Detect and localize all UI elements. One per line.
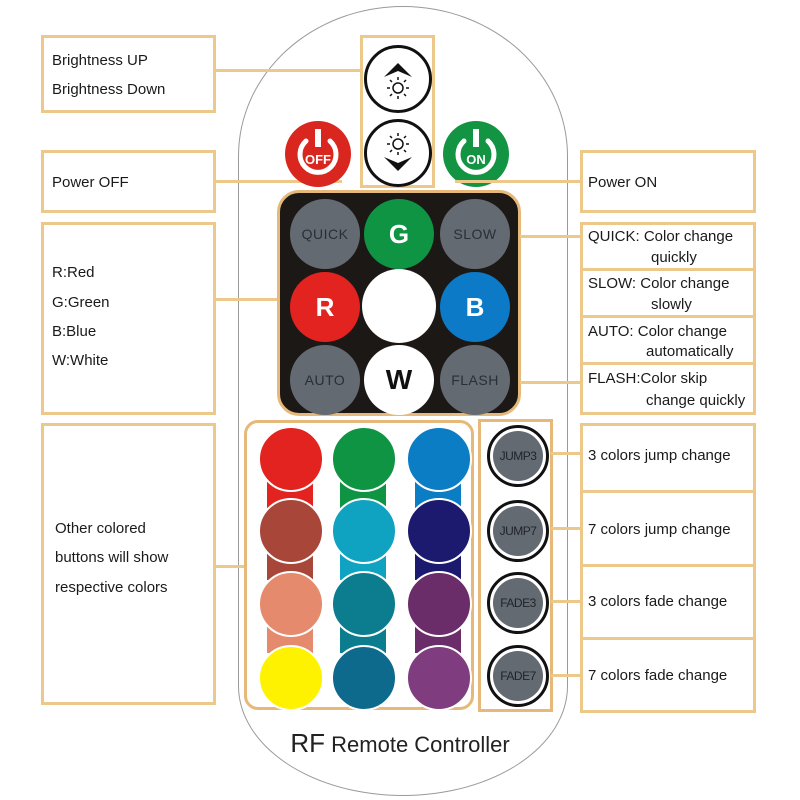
quick-connector <box>520 235 582 238</box>
color-button[interactable] <box>331 571 397 637</box>
brightness-connector <box>216 69 361 72</box>
rgbw-label-white: W:White <box>52 352 109 369</box>
power-off-icon: OFF <box>285 121 351 187</box>
other-colors-line1: Other colored <box>55 520 146 537</box>
flash-connector <box>520 381 582 384</box>
power-on-button[interactable]: ON <box>443 121 509 187</box>
power-on-text: ON <box>466 152 486 167</box>
power-on-connector <box>455 180 581 183</box>
fade7-connector <box>551 674 581 677</box>
jump3-button[interactable]: JUMP3 <box>487 425 549 487</box>
rgbw-label-blue: B:Blue <box>52 323 97 340</box>
title-text: Remote Controller <box>331 732 510 757</box>
red-button[interactable]: R <box>290 272 360 342</box>
jump3-callout: 3 colors jump change <box>580 423 756 493</box>
power-off-button[interactable]: OFF <box>285 121 351 187</box>
fade7-button[interactable]: FADE7 <box>487 645 549 707</box>
flash-desc-line1: FLASH:Color skip <box>588 370 708 387</box>
slow-desc-line2: slowly <box>651 296 692 313</box>
color-button[interactable] <box>258 645 324 711</box>
color-button[interactable] <box>331 498 397 564</box>
white-button[interactable]: W <box>364 345 434 415</box>
power-on-callout: Power ON <box>580 150 756 213</box>
fade3-button[interactable]: FADE3 <box>487 572 549 634</box>
other-colors-callout: Other colored buttons will show respecti… <box>41 423 216 705</box>
quick-button[interactable]: QUICK <box>290 199 360 269</box>
fade3-connector <box>551 600 581 603</box>
fade7-desc: 7 colors fade change <box>588 667 728 684</box>
auto-desc-line1: AUTO: Color change <box>588 323 727 340</box>
color-button[interactable] <box>258 571 324 637</box>
color-button[interactable] <box>406 645 472 711</box>
title-prefix: RF <box>290 728 326 758</box>
other-colors-connector <box>216 565 246 568</box>
flash-callout: FLASH:Color skip change quickly <box>580 362 756 415</box>
other-colors-line3: respective colors <box>55 579 168 596</box>
brightness-down-icon <box>384 133 412 171</box>
flash-button[interactable]: FLASH <box>440 345 510 415</box>
auto-desc-line2: automatically <box>646 343 734 360</box>
blue-button[interactable]: B <box>440 272 510 342</box>
fade7-label: FADE7 <box>493 651 543 701</box>
power-off-text: OFF <box>305 152 331 167</box>
color-button[interactable] <box>258 426 324 492</box>
color-button-panel <box>244 420 474 711</box>
jump7-desc: 7 colors jump change <box>588 521 731 538</box>
color-button[interactable] <box>406 571 472 637</box>
fade3-desc: 3 colors fade change <box>588 593 728 610</box>
jump7-button[interactable]: JUMP7 <box>487 500 549 562</box>
color-button[interactable] <box>406 426 472 492</box>
brightness-up-label: Brightness UP <box>52 52 148 69</box>
white-center-button[interactable] <box>362 269 436 343</box>
jump3-connector <box>551 452 581 455</box>
other-colors-line2: buttons will show <box>55 549 169 566</box>
power-off-connector <box>216 180 342 183</box>
jump7-label: JUMP7 <box>493 506 543 556</box>
brightness-down-label: Brightness Down <box>52 81 166 98</box>
quick-desc-line2: quickly <box>651 249 697 266</box>
color-button[interactable] <box>331 645 397 711</box>
power-off-label: Power OFF <box>52 174 129 191</box>
remote-outline <box>238 6 568 796</box>
color-button[interactable] <box>406 498 472 564</box>
slow-callout: SLOW: Color change slowly <box>580 268 756 318</box>
flash-desc-line2: change quickly <box>646 392 746 409</box>
rgbw-connector <box>216 298 278 301</box>
remote-title: RF Remote Controller <box>0 728 800 759</box>
quick-callout: QUICK: Color change quickly <box>580 222 756 271</box>
jump7-callout: 7 colors jump change <box>580 490 756 567</box>
color-button[interactable] <box>331 426 397 492</box>
jump7-connector <box>551 527 581 530</box>
rgbw-label-green: G:Green <box>52 294 110 311</box>
auto-button[interactable]: AUTO <box>290 345 360 415</box>
auto-callout: AUTO: Color change automatically <box>580 315 756 365</box>
fade7-callout: 7 colors fade change <box>580 637 756 713</box>
color-button[interactable] <box>258 498 324 564</box>
power-on-icon: ON <box>443 121 509 187</box>
power-on-label: Power ON <box>588 174 658 191</box>
brightness-up-icon <box>384 63 412 99</box>
jump3-desc: 3 colors jump change <box>588 447 731 464</box>
main-button-pad: QUICK G SLOW R B AUTO W FLASH <box>277 190 521 416</box>
brightness-up-button[interactable] <box>364 45 432 113</box>
quick-desc-line1: QUICK: Color change <box>588 228 734 245</box>
jump3-label: JUMP3 <box>493 431 543 481</box>
brightness-callout: Brightness UP Brightness Down <box>41 35 216 113</box>
rgbw-label-red: R:Red <box>52 264 95 281</box>
rgbw-callout: R:Red G:Green B:Blue W:White <box>41 222 216 415</box>
green-button[interactable]: G <box>364 199 434 269</box>
fade3-callout: 3 colors fade change <box>580 564 756 640</box>
slow-button[interactable]: SLOW <box>440 199 510 269</box>
brightness-down-button[interactable] <box>364 119 432 187</box>
slow-desc-line1: SLOW: Color change <box>588 275 730 292</box>
fade3-label: FADE3 <box>493 578 543 628</box>
power-off-callout: Power OFF <box>41 150 216 213</box>
